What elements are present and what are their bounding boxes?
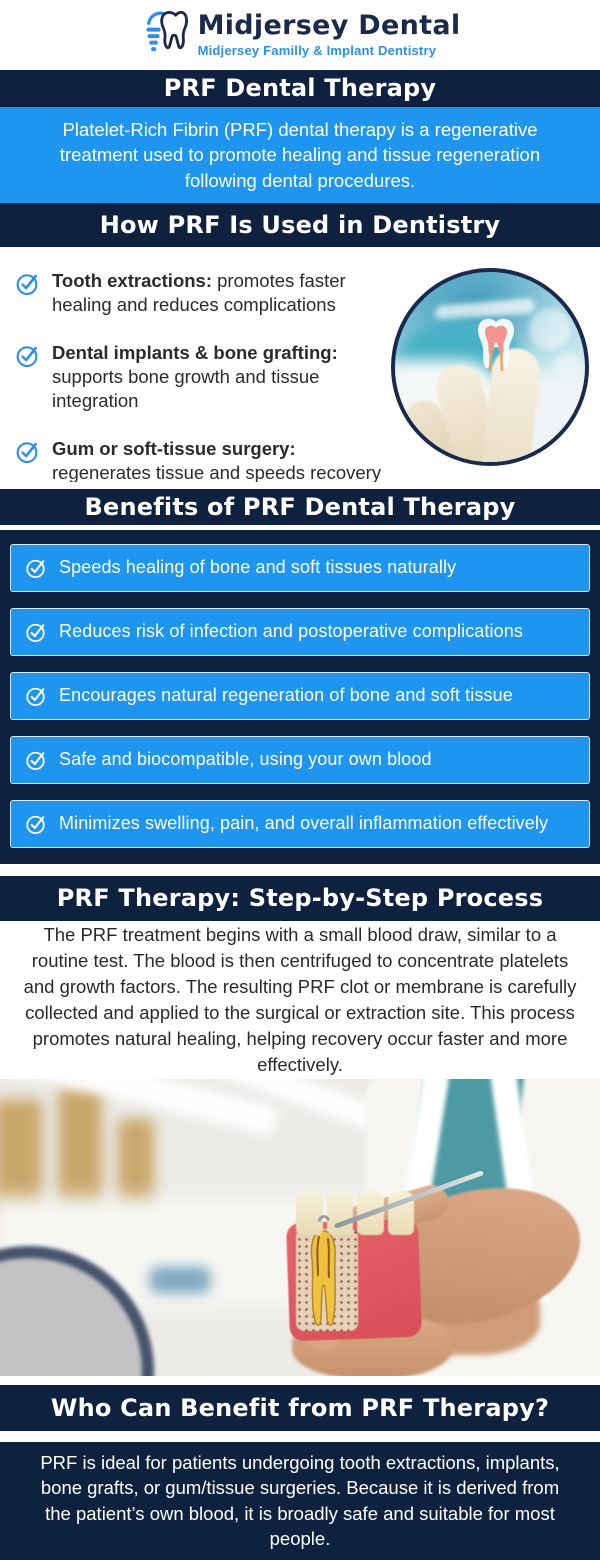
benefit-text: Speeds healing of bone and soft tissues … (59, 557, 457, 578)
banner-who-can-benefit: Who Can Benefit from PRF Therapy? (0, 1384, 600, 1431)
check-circle-icon (14, 270, 40, 296)
benefit-text: Encourages natural regeneration of bone … (59, 685, 513, 706)
circle-photo-wrap (388, 263, 592, 472)
divider (0, 1430, 600, 1442)
banner-benefits: Benefits of PRF Dental Therapy (0, 488, 600, 530)
benefit-row: Speeds healing of bone and soft tissues … (10, 543, 590, 592)
who-paragraph: PRF is ideal for patients undergoing too… (0, 1441, 600, 1560)
tooth-model-root (306, 1229, 340, 1329)
dentist-hologram-photo (391, 268, 589, 467)
hologram-tooth-icon (469, 312, 523, 384)
usage-list: Tooth extractions: promotes faster heali… (14, 263, 388, 483)
logo-title: Midjersey Dental (197, 10, 461, 42)
benefit-row: Minimizes swelling, pain, and overall in… (10, 799, 590, 848)
intro-paragraph: Platelet-Rich Fibrin (PRF) dental therap… (0, 106, 600, 203)
logo-tagline: Midjersey Familly & Implant Dentistry (197, 42, 437, 58)
check-circle-icon (24, 812, 47, 835)
check-circle-icon (24, 620, 47, 643)
tooth-model-crowns (296, 1190, 414, 1235)
logo-text: Midjersey Dental Midjersey Familly & Imp… (198, 12, 461, 57)
banner-how-prf-used: How PRF Is Used in Dentistry (0, 202, 600, 247)
banner-prf-dental-therapy: PRF Dental Therapy (0, 69, 600, 107)
usage-item-text: Dental implants & bone grafting: support… (52, 342, 338, 412)
benefits-section: Benefits of PRF Dental Therapy Speeds he… (0, 488, 600, 864)
benefit-text: Safe and biocompatible, using your own b… (59, 749, 432, 770)
benefit-row: Reduces risk of infection and postoperat… (10, 607, 590, 656)
check-circle-icon (14, 438, 40, 464)
benefits-list: Speeds healing of bone and soft tissues … (0, 530, 600, 864)
clinic-photo (0, 1078, 600, 1376)
benefit-text: Reduces risk of infection and postoperat… (59, 621, 523, 642)
usage-section: Tooth extractions: promotes faster heali… (0, 246, 600, 483)
logo: Midjersey Dental Midjersey Familly & Imp… (140, 6, 461, 63)
usage-item-text: Tooth extractions: promotes faster heali… (52, 269, 346, 315)
divider (0, 1375, 600, 1385)
photo-bokeh (529, 308, 571, 351)
benefit-row: Encourages natural regeneration of bone … (10, 671, 590, 720)
divider (0, 863, 600, 876)
benefit-row: Safe and biocompatible, using your own b… (10, 735, 590, 784)
header: Midjersey Dental Midjersey Familly & Imp… (0, 0, 600, 70)
check-circle-icon (14, 342, 40, 368)
list-item: Gum or soft-tissue surgery: regenerates … (14, 437, 388, 485)
tooth-implant-logo-icon (140, 6, 192, 63)
divider (0, 481, 600, 489)
check-circle-icon (24, 684, 47, 707)
process-paragraph: The PRF treatment begins with a small bl… (0, 920, 600, 1079)
banner-step-by-step: PRF Therapy: Step-by-Step Process (0, 875, 600, 921)
check-circle-icon (24, 556, 47, 579)
list-item: Tooth extractions: promotes faster heali… (14, 269, 388, 317)
photo-equipment (150, 1266, 210, 1293)
list-item: Dental implants & bone grafting: support… (14, 341, 388, 413)
check-circle-icon (24, 748, 47, 771)
benefit-text: Minimizes swelling, pain, and overall in… (59, 813, 549, 834)
usage-item-text: Gum or soft-tissue surgery: regenerates … (52, 438, 382, 484)
